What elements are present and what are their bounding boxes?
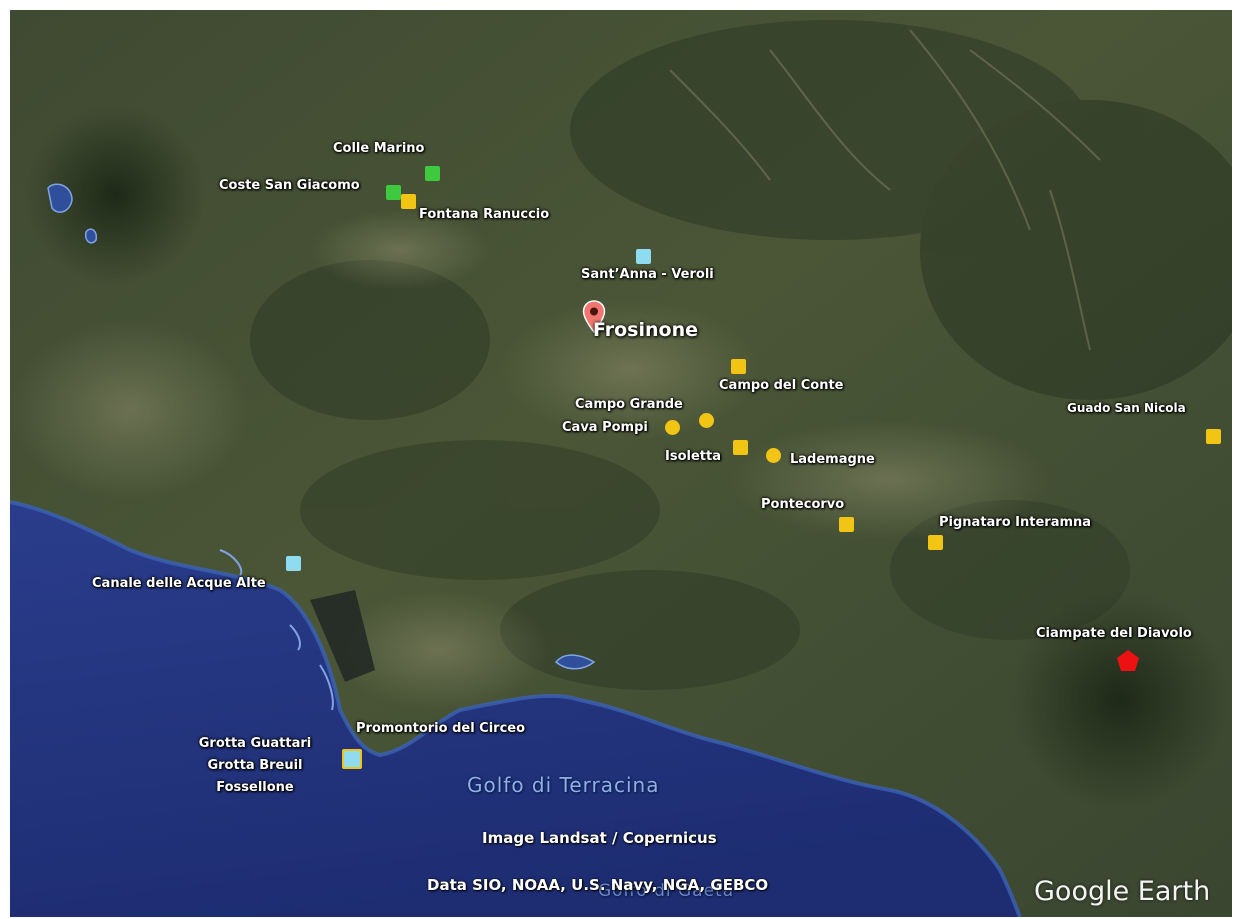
marker-cava-pompi[interactable] [665, 420, 680, 435]
marker-isoletta[interactable] [733, 440, 748, 455]
label-canale-delle-acque-alte: Canale delle Acque Alte [92, 576, 266, 591]
imagery-credit: Image Landsat / Copernicus [482, 829, 717, 847]
label-promontorio-del-circeo: Promontorio del Circeo [356, 721, 526, 736]
label-campo-del-conte: Campo del Conte [719, 378, 844, 393]
marker-lademagne[interactable] [766, 448, 781, 463]
label-grotta-guattari: Grotta Guattari [198, 736, 312, 751]
label-fontana-ranuccio: Fontana Ranuccio [419, 207, 550, 222]
marker-colle-marino[interactable] [425, 166, 440, 181]
label-cava-pompi: Cava Pompi [562, 420, 648, 435]
label-sant-anna-veroli: Sant’Anna - Veroli [581, 267, 714, 282]
marker-canale-delle-acque-alte[interactable] [286, 556, 301, 571]
label-guado-san-nicola: Guado San Nicola [1067, 401, 1186, 415]
marker-pontecorvo[interactable] [839, 517, 854, 532]
label-isoletta: Isoletta [665, 449, 721, 464]
label-grotta-breuil: Grotta Breuil [207, 758, 303, 773]
satellite-map[interactable]: Frosinone Colle Marino Coste San Giacomo… [10, 10, 1232, 917]
label-pignataro-interamna: Pignataro Interamna [939, 515, 1092, 530]
marker-campo-del-conte[interactable] [731, 359, 746, 374]
label-lademagne: Lademagne [790, 452, 875, 467]
label-circeo-caves: Grotta Guattari Grotta Breuil Fossellone [190, 733, 320, 799]
marker-campo-grande[interactable] [699, 413, 714, 428]
sea-label-golfo-di-gaeta: Golfo di Gaeta [598, 881, 735, 901]
label-fossellone: Fossellone [216, 780, 294, 795]
data-credit: Data SIO, NOAA, U.S. Navy, NGA, GEBCO [427, 876, 769, 894]
sea-label-golfo-di-terracina: Golfo di Terracina [467, 773, 660, 797]
marker-pignataro-interamna[interactable] [928, 535, 943, 550]
label-coste-san-giacomo: Coste San Giacomo [219, 178, 360, 193]
label-colle-marino: Colle Marino [333, 141, 425, 156]
marker-fontana-ranuccio[interactable] [401, 194, 416, 209]
frosinone-pin-icon[interactable] [582, 300, 606, 334]
marker-sant-anna-veroli[interactable] [636, 249, 651, 264]
marker-guado-san-nicola[interactable] [1206, 429, 1221, 444]
terrain-imagery [10, 10, 1232, 917]
city-label-frosinone: Frosinone [593, 319, 699, 341]
marker-ciampate-del-diavolo[interactable] [1116, 649, 1140, 673]
label-pontecorvo: Pontecorvo [761, 497, 845, 512]
google-earth-logo: Google Earth [1034, 876, 1211, 907]
marker-coste-san-giacomo[interactable] [386, 185, 401, 200]
label-ciampate-del-diavolo: Ciampate del Diavolo [1036, 626, 1192, 641]
label-campo-grande: Campo Grande [575, 397, 683, 412]
marker-promontorio-del-circeo[interactable] [342, 749, 362, 769]
